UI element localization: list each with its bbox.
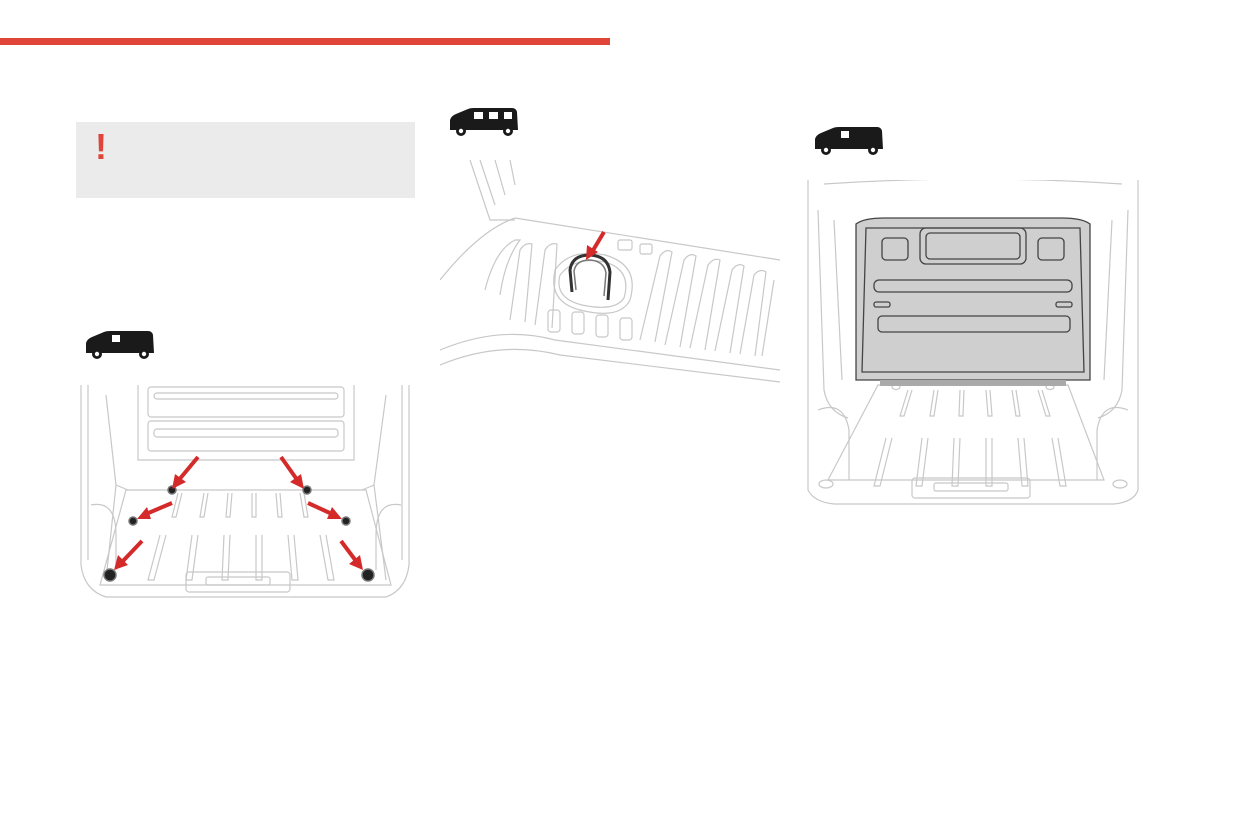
arrow-icon — [279, 455, 304, 489]
compact-van-icon: ₂ — [86, 331, 154, 359]
cargo-area-bulkhead-illustration — [804, 180, 1142, 508]
arrow-icon — [586, 230, 606, 260]
crew-cab-van-icon — [450, 108, 518, 136]
arrow-icon — [114, 539, 144, 570]
arrow-icon — [172, 455, 200, 489]
warning-box: ! — [76, 122, 415, 198]
arrow-icon — [137, 501, 173, 519]
arrow-icon — [307, 501, 342, 519]
svg-text:₂: ₂ — [113, 336, 116, 343]
header-accent-bar — [0, 38, 610, 45]
floor-hook-detail-illustration — [440, 160, 780, 388]
warning-exclamation-icon: ! — [95, 126, 107, 167]
bulkhead-panel — [855, 217, 1091, 386]
compact-van-icon — [815, 127, 883, 155]
cargo-floor-anchoring-rings-illustration — [76, 385, 416, 610]
arrow-icon — [339, 539, 363, 570]
